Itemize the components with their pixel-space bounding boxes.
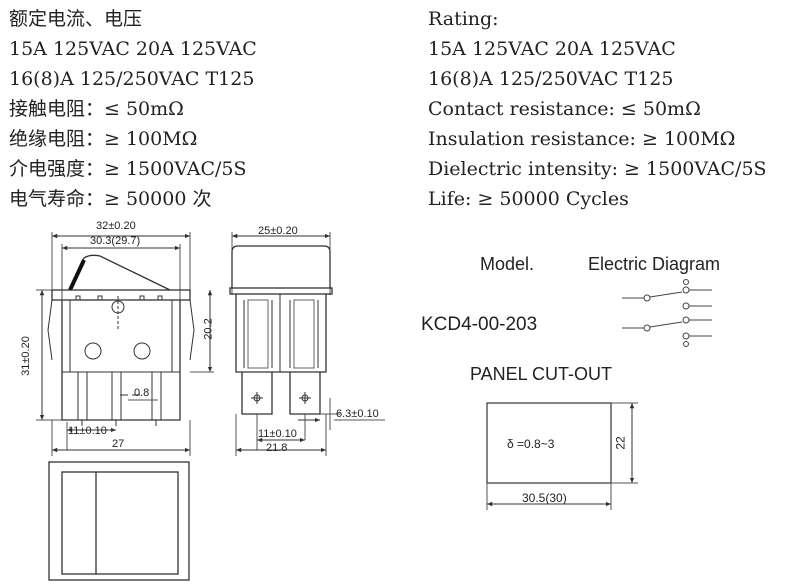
electric-diagram [622, 279, 712, 347]
front-dim-pin-pitch: 11±0.10 [68, 425, 107, 437]
spec-en-insulation: Insulation resistance: ≥ 100MΩ [428, 128, 736, 150]
spec-cn-life: 电气寿命：≥ 50000 次 [9, 188, 212, 210]
side-dim-base: 21.8 [266, 442, 288, 454]
front-dim-base: 27 [112, 438, 125, 450]
front-dim-pin-gap: 0.8 [134, 387, 150, 399]
model-number: KCD4-00-203 [421, 314, 538, 335]
spec-cn-rating-1: 15A 125VAC 20A 125VAC [9, 38, 257, 60]
panel-thickness: δ =0.8~3 [507, 437, 555, 451]
spec-en-rating-1: 15A 125VAC 20A 125VAC [428, 38, 676, 60]
front-view-drawing [36, 232, 214, 456]
panel-cutout-drawing [486, 402, 638, 510]
spec-cn-insulation: 绝缘电阻：≥ 100MΩ [9, 128, 198, 150]
side-dim-top: 25±0.20 [258, 225, 298, 237]
side-view-drawing [229, 232, 385, 456]
spec-cn-rating: 额定电流、电压 [9, 8, 143, 30]
spec-en-rating: Rating: [428, 8, 499, 30]
front-dim-top: 32±0.20 [96, 220, 136, 232]
spec-en-life: Life: ≥ 50000 Cycles [428, 188, 629, 210]
side-dim-pitch: 11±0.10 [258, 428, 297, 440]
spec-cn-dielectric: 介电强度：≥ 1500VAC/5S [9, 158, 247, 180]
bottom-view-drawing [48, 461, 190, 581]
specs-english: Rating: 15A 125VAC 20A 125VAC 16(8)A 125… [428, 4, 767, 214]
panel-cutout-title: PANEL CUT-OUT [470, 364, 613, 384]
spec-cn-contact: 接触电阻：≤ 50mΩ [9, 98, 184, 120]
side-dim-tab: 6.3±0.10 [336, 408, 379, 420]
panel-height: 22 [613, 436, 628, 450]
front-dim-inner: 30.3(29.7) [90, 235, 141, 247]
spec-en-dielectric: Dielectric intensity: ≥ 1500VAC/5S [428, 158, 767, 180]
spec-cn-rating-2: 16(8)A 125/250VAC T125 [9, 68, 255, 90]
spec-en-contact: Contact resistance: ≤ 50mΩ [428, 98, 701, 120]
spec-en-rating-2: 16(8)A 125/250VAC T125 [428, 68, 674, 90]
panel-width: 30.5(30) [522, 491, 567, 505]
front-dim-height: 31±0.20 [19, 336, 32, 376]
electric-diagram-label: Electric Diagram [588, 254, 721, 274]
front-dim-body: 20.2 [202, 318, 215, 340]
model-label: Model. [480, 254, 535, 274]
specs-chinese: 额定电流、电压 15A 125VAC 20A 125VAC 16(8)A 125… [9, 4, 257, 214]
